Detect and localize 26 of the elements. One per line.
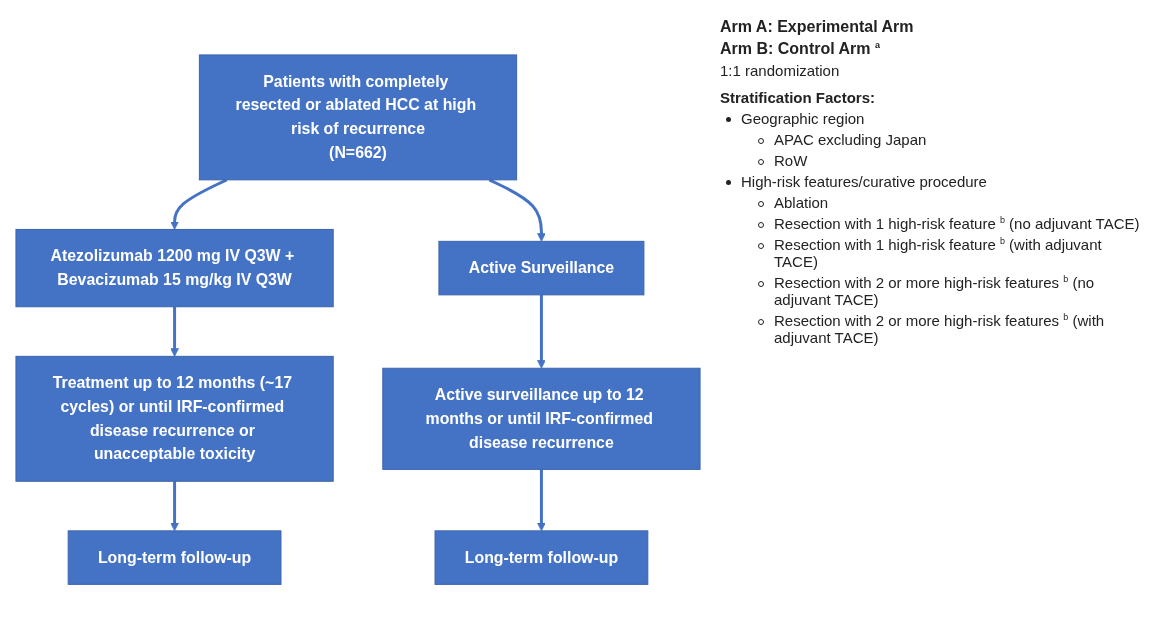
node-box: Active surveillance up to 12 months or until IRF-confirmed disease recurrence xyxy=(382,367,701,470)
randomization-note: 1:1 randomization xyxy=(720,62,841,80)
list-heading: Stratification Factors: xyxy=(720,89,877,107)
arm-heading: Arm B: Control Arm $^{a}$ xyxy=(720,40,881,59)
arrow xyxy=(170,481,179,532)
bullet-item: Geographic region xyxy=(741,110,865,128)
sub-bullet-item: Resection with 2 or more high-risk features $^{b}$ (with adjuvant TACE) xyxy=(774,312,1106,347)
arm-heading: Arm A: Experimental Arm xyxy=(720,18,915,36)
sub-bullet-item: Ablation xyxy=(774,194,829,212)
sub-bullet-item: Resection with 1 high-risk feature $^{b}$ (with adjuvant TACE) xyxy=(774,236,1103,271)
arrow xyxy=(170,178,228,230)
sub-bullet-item: RoW xyxy=(774,152,808,170)
arrow xyxy=(537,469,546,532)
bullet-item: High-risk features/curative procedure xyxy=(741,173,987,191)
node-box: Long-term follow-up xyxy=(67,530,282,585)
sub-bullet-item: APAC excluding Japan xyxy=(774,131,927,149)
sub-bullet-item: Resection with 2 or more high-risk features $^{b}$ (no adjuvant TACE) xyxy=(774,274,1096,309)
node-box: Atezolizumab 1200 mg IV Q3W + Bevacizumab 15 mg/kg IV Q3W xyxy=(15,228,334,308)
node-box: Long-term follow-up xyxy=(434,530,649,585)
node-box: Patients with completely resected or ablated HCC at high risk of recurrence (N=662) xyxy=(198,54,518,181)
arrow xyxy=(488,178,546,242)
node-box: Treatment up to 12 months (~17 cycles) or until IRF-confirmed disease recurrence or unacceptable toxicity xyxy=(15,355,334,482)
arrow xyxy=(170,306,179,357)
arrow xyxy=(537,294,546,369)
sub-bullet-item: Resection with 1 high-risk feature $^{b}$ (no adjuvant TACE) xyxy=(774,215,1140,233)
node-box: Active Surveillance xyxy=(438,240,645,296)
